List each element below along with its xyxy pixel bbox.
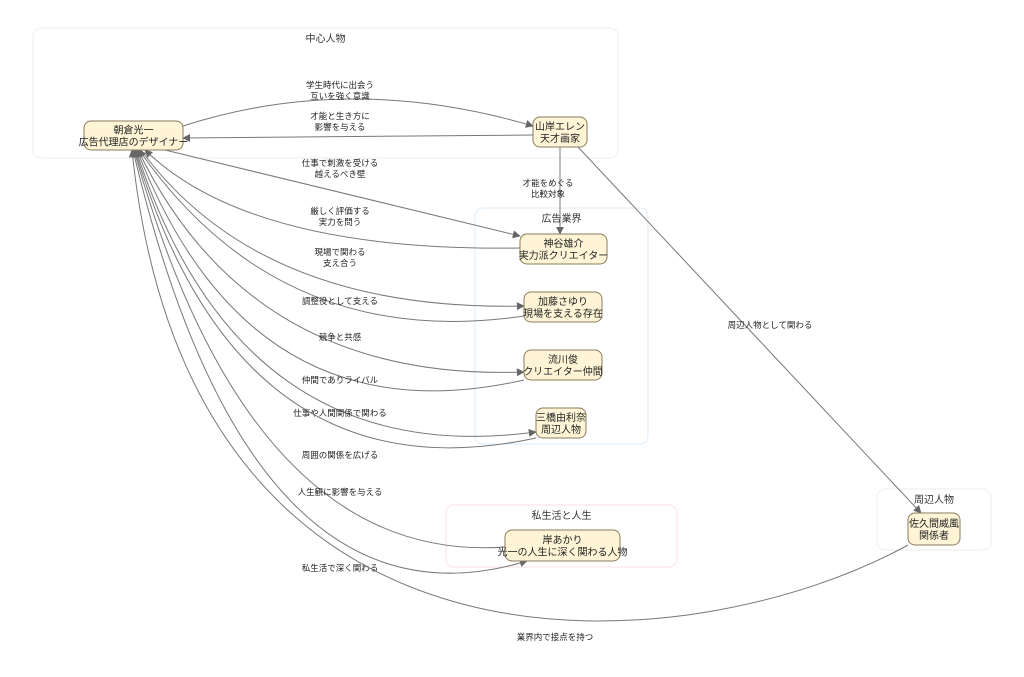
- edge-label: 周辺人物として関わる: [728, 320, 813, 331]
- edge-line[interactable]: [135, 149, 537, 437]
- edge-sakuma-to-asakura[interactable]: 業界内で接点を持つ: [128, 149, 909, 643]
- edge-label: 仕事や人間関係で関わる: [293, 408, 387, 419]
- edge-label: 人生観に影響を与える: [298, 487, 383, 498]
- cluster-title: 中心人物: [306, 32, 346, 45]
- node-label: 三橋由利奈: [536, 411, 586, 424]
- edge-label: 業界内で接点を持つ: [517, 632, 594, 643]
- edge-label: 才能をめぐる: [523, 178, 574, 189]
- cluster-border: [876, 488, 992, 551]
- node-label: 関係者: [919, 530, 949, 542]
- edge-kato-to-asakura[interactable]: 調整役として支える: [138, 149, 525, 322]
- edge-asakura-to-mitsuhashi[interactable]: 仕事や人間関係で関わる: [135, 149, 537, 437]
- edge-label: 支え合う: [323, 258, 357, 269]
- edge-label: 私生活で深く関わる: [302, 563, 379, 574]
- edge-line[interactable]: [182, 98, 534, 128]
- edge-line[interactable]: [138, 149, 525, 322]
- edge-label: 比較対象: [531, 189, 566, 200]
- edge-label: 越えるべき壁: [315, 169, 366, 180]
- edge-label: 互いを強く意識: [310, 91, 370, 102]
- node-label: 現場を支える存在: [523, 307, 603, 320]
- node-label: 周辺人物: [541, 423, 581, 436]
- edge-label: 調整役として支える: [302, 296, 378, 307]
- node-label: 山岸エレン: [535, 121, 585, 133]
- edge-line[interactable]: [144, 149, 521, 249]
- edge-line[interactable]: [137, 149, 525, 377]
- edge-yamagishi-to-sakuma[interactable]: 周辺人物として関わる: [577, 146, 922, 514]
- edge-line[interactable]: [577, 146, 922, 514]
- node-box[interactable]: [523, 349, 603, 381]
- node-label: 実力派クリエイター: [519, 249, 609, 262]
- cluster-title: 私生活と人生: [532, 509, 592, 522]
- edge-label: 仲間でありライバル: [302, 375, 379, 386]
- node-box[interactable]: [504, 529, 621, 562]
- edge-line[interactable]: [140, 149, 525, 311]
- cluster-border: [474, 207, 649, 445]
- edge-label: 周囲の関係を広げる: [302, 450, 379, 461]
- edge-label: 才能と生き方に: [310, 111, 370, 122]
- node-box[interactable]: [83, 120, 184, 151]
- node-label: 加藤さゆり: [538, 296, 588, 308]
- edge-line[interactable]: [135, 149, 525, 392]
- node-label: クリエイター仲間: [523, 365, 603, 378]
- edge-asakura-to-nagare[interactable]: 競争と共感: [137, 149, 525, 377]
- node-label: 岸あかり: [543, 535, 583, 547]
- edge-label: 競争と共感: [319, 332, 362, 343]
- node-label: 神谷雄介: [544, 237, 584, 250]
- cluster-title: 周辺人物: [914, 493, 954, 506]
- edge-label: 仕事で刺激を受ける: [302, 158, 379, 169]
- cluster-periphery: 周辺人物: [876, 488, 992, 551]
- cluster-private: 私生活と人生: [445, 504, 678, 568]
- edge-label: 現場で関わる: [314, 247, 365, 258]
- node-label: 流川俊: [548, 353, 578, 366]
- edge-line[interactable]: [132, 149, 528, 574]
- cluster-center: 中心人物: [32, 27, 619, 159]
- edge-asakura-to-kishi[interactable]: 私生活で深く関わる: [132, 149, 528, 574]
- edge-label: 影響を与える: [315, 122, 366, 133]
- edge-line[interactable]: [133, 149, 537, 449]
- edge-kishi-to-asakura[interactable]: 人生観に影響を与える: [132, 149, 506, 549]
- node-label: 天才画家: [540, 132, 580, 145]
- node-label: 広告代理店のデザイナー: [79, 136, 189, 149]
- cluster-border: [32, 27, 619, 159]
- edge-label: 厳しく評価する: [310, 206, 370, 217]
- node-box[interactable]: [523, 291, 603, 323]
- cluster-ad: 広告業界: [474, 207, 649, 445]
- edge-mitsuhashi-to-asakura[interactable]: 周囲の関係を広げる: [133, 149, 537, 461]
- cluster-title: 広告業界: [542, 212, 582, 225]
- node-label: 佐久間威風: [909, 517, 959, 530]
- node-box[interactable]: [907, 512, 961, 546]
- node-label: 朝倉光一: [114, 124, 154, 137]
- edge-line[interactable]: [182, 133, 534, 142]
- node-box[interactable]: [532, 116, 588, 148]
- node-box[interactable]: [535, 407, 587, 439]
- node-label: 光一の人生に深く関わる人物: [498, 546, 628, 559]
- edge-label: 学生時代に出会う: [306, 80, 374, 91]
- edge-label: 実力を問う: [319, 217, 362, 228]
- cluster-border: [445, 504, 678, 568]
- edge-line[interactable]: [164, 149, 521, 239]
- edge-nagare-to-asakura[interactable]: 仲間でありライバル: [135, 149, 525, 392]
- edge-line[interactable]: [132, 149, 506, 549]
- edge-line[interactable]: [128, 149, 909, 622]
- node-box[interactable]: [519, 233, 608, 265]
